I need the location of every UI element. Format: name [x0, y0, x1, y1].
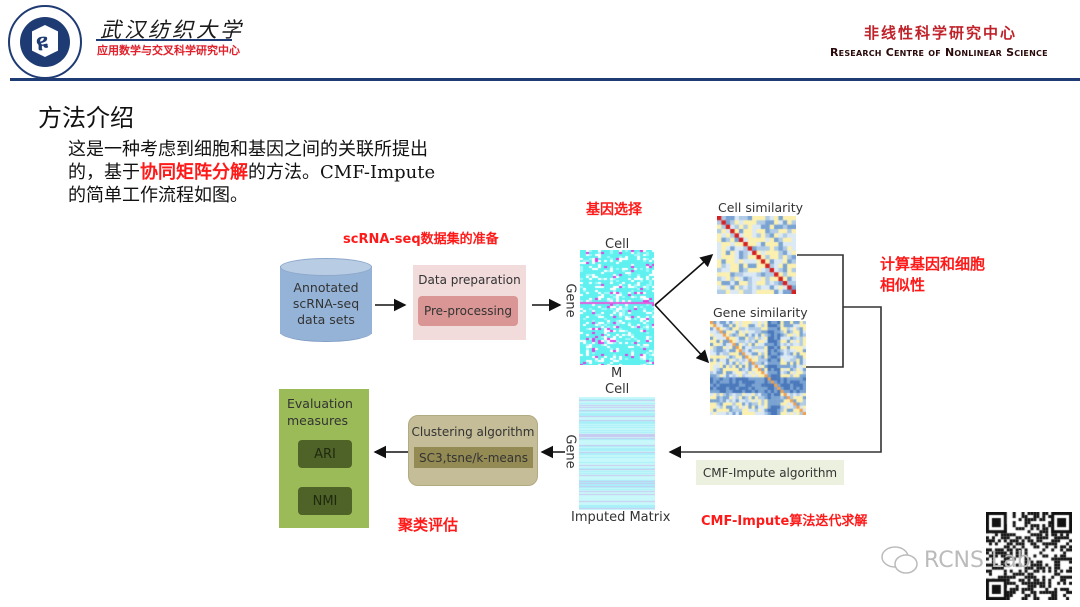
expression-matrix	[580, 250, 654, 365]
similarity-bracket	[797, 254, 844, 368]
university-logo: ዩ	[8, 5, 82, 79]
imputed-cell-label: Cell	[605, 382, 630, 397]
clustering-methods: SC3,tsne/k-means	[414, 447, 533, 468]
preprocessing-step: Pre-processing	[418, 296, 518, 326]
center-name: 应用数学与交叉科学研究中心	[97, 44, 240, 57]
arrow-to-gene-sim	[654, 304, 710, 364]
cmf-impute-algorithm-box: CMF-Impute algorithm	[696, 460, 844, 485]
matrix-cell-label: Cell	[605, 237, 630, 252]
university-name: 武汉纺织大学	[100, 18, 244, 42]
evaluation-title-line: measures	[287, 413, 349, 428]
annotation-gene-select: 基因选择	[586, 202, 642, 218]
feedback-line	[668, 306, 882, 459]
nmi-metric: NMI	[298, 487, 352, 515]
annotation-similarity: 计算基因和细胞 相似性	[880, 254, 985, 296]
slide-title: 方法介绍	[38, 104, 134, 132]
imputed-gene-label: Gene	[562, 434, 578, 469]
annotation-iterate: CMF-Impute算法迭代求解	[701, 514, 868, 529]
evaluation-box: Evaluation measures ARI NMI	[279, 389, 369, 528]
para-line: 的，基于协同矩阵分解的方法。CMF-Impute	[68, 161, 435, 184]
dataset-label: Annotated	[293, 280, 359, 295]
rcns-english-name: Research Centre of Nonlinear Science	[830, 46, 1048, 59]
header-rule-short	[96, 39, 232, 41]
annotation-prep: scRNA-seq数据集的准备	[343, 232, 499, 247]
clustering-box: Clustering algorithm SC3,tsne/k-means	[408, 415, 538, 486]
para-text: 的方法。CMF-Impute	[248, 162, 436, 183]
cell-similarity-label: Cell similarity	[718, 200, 804, 215]
dataset-cylinder: Annotated scRNA-seq data sets	[280, 258, 372, 342]
wechat-icon	[881, 546, 918, 574]
annotation-line: 计算基因和细胞	[880, 255, 986, 273]
matrix-m-label: M	[611, 366, 623, 381]
dataset-label: data sets	[297, 312, 355, 327]
gene-similarity-label: Gene similarity	[713, 305, 808, 320]
data-preparation-title: Data preparation	[418, 273, 521, 287]
rcns-chinese-name: 非线性科学研究中心	[864, 24, 1018, 42]
arrow-to-cell-sim	[654, 253, 714, 306]
qr-code	[986, 512, 1072, 600]
para-line: 的简单工作流程如图。	[68, 185, 248, 206]
annotation-line: 相似性	[880, 276, 926, 294]
description-paragraph: 这是一种考虑到细胞和基因之间的关联所提出 的，基于协同矩阵分解的方法。CMF-I…	[68, 138, 435, 207]
clustering-title: Clustering algorithm	[411, 425, 535, 439]
highlight-text: 协同矩阵分解	[140, 162, 248, 183]
para-text: 的，基于	[68, 162, 140, 183]
cell-similarity-heatmap	[717, 216, 796, 294]
imputed-matrix-label: Imputed Matrix	[571, 510, 671, 525]
matrix-gene-label: Gene	[562, 283, 578, 318]
para-line: 这是一种考虑到细胞和基因之间的关联所提出	[68, 139, 428, 160]
imputed-matrix	[579, 397, 655, 510]
gene-similarity-heatmap	[710, 321, 806, 415]
evaluation-title: Evaluation measures	[287, 395, 353, 429]
dataset-label: scRNA-seq	[292, 296, 360, 311]
header-rule	[10, 78, 1080, 81]
annotation-eval: 聚类评估	[398, 516, 459, 534]
ari-metric: ARI	[298, 440, 352, 468]
evaluation-title-line: Evaluation	[287, 396, 353, 411]
watermark-text: RCNS Lab	[924, 547, 1031, 573]
data-preparation-box: Data preparation Pre-processing	[413, 265, 526, 340]
watermark: RCNS Lab	[880, 544, 1031, 576]
